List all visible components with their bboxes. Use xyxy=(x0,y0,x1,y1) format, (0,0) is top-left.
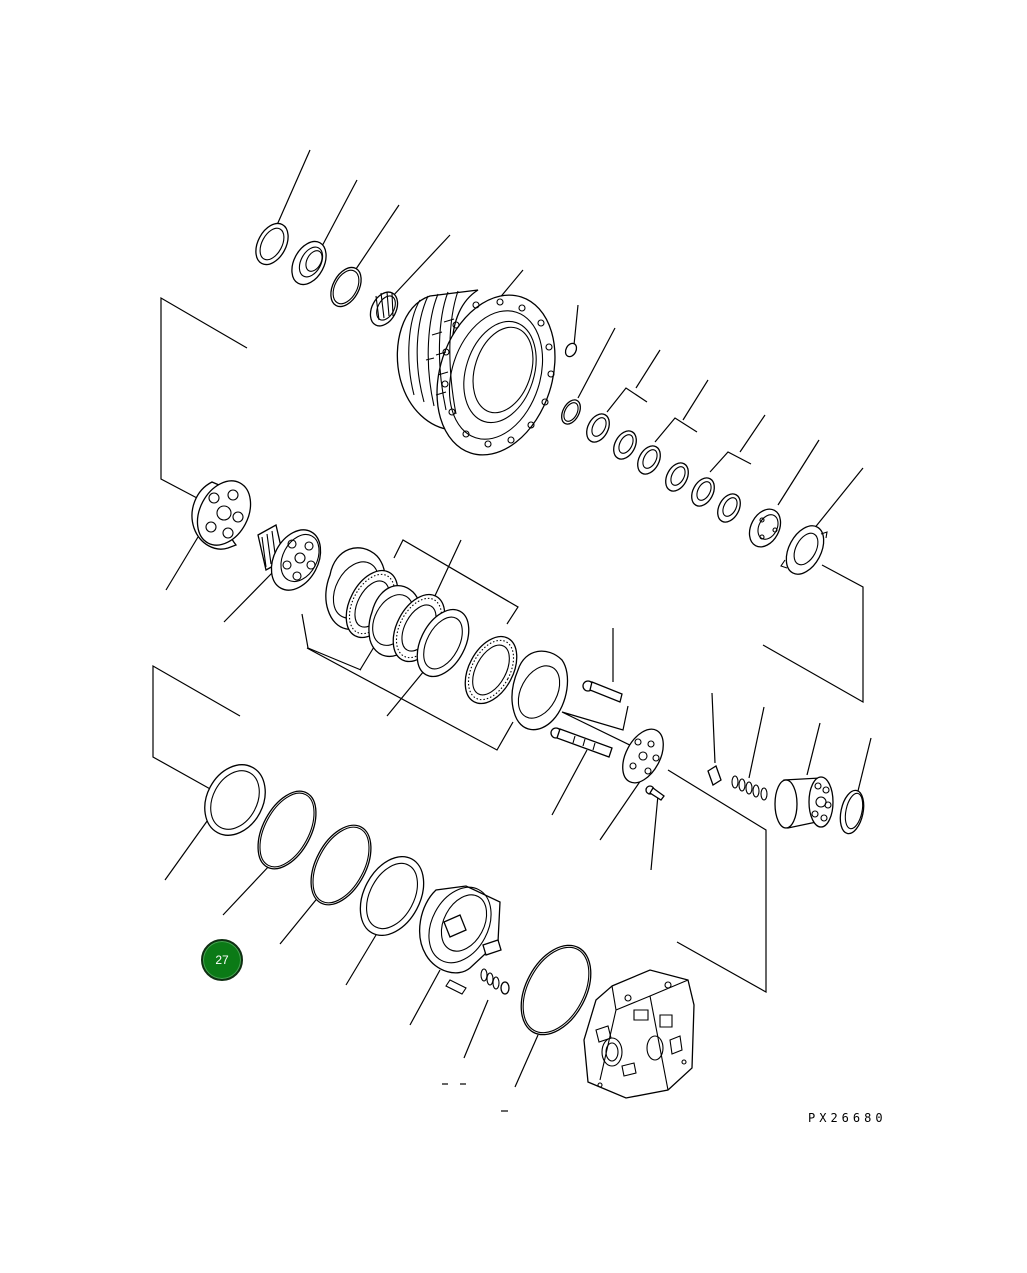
thrust-washer-1 xyxy=(582,410,614,446)
o-ring-top xyxy=(325,262,368,311)
planetary-carrier-small xyxy=(743,504,787,552)
brake-plate xyxy=(510,651,568,730)
thrust-washer-3 xyxy=(633,442,665,478)
separator-plate-3 xyxy=(407,601,480,685)
cylinder-block xyxy=(775,777,833,828)
o-ring-large-1 xyxy=(246,782,328,879)
o-ring-lower xyxy=(507,934,605,1047)
snap-ring-small xyxy=(558,397,584,427)
part-callout-27[interactable]: 27 xyxy=(201,939,243,981)
motor-case xyxy=(584,970,694,1098)
snap-ring-top xyxy=(249,218,294,270)
piston-ring xyxy=(348,846,437,946)
leader-lines xyxy=(153,150,871,1111)
thrust-washer-4 xyxy=(661,459,693,495)
bolt-small xyxy=(646,786,664,800)
o-ring-large-2 xyxy=(299,815,384,914)
spring xyxy=(732,776,767,800)
sun-gear-shaft xyxy=(258,521,330,598)
valve-plate xyxy=(837,788,868,836)
sprocket-hub-housing xyxy=(397,280,574,471)
brake-piston xyxy=(416,877,503,994)
spring-lower xyxy=(481,969,509,994)
roller-bearing-top xyxy=(365,287,403,330)
drawing-reference-code: PX26680 xyxy=(808,1111,887,1125)
backup-ring xyxy=(193,754,277,846)
ball-joint xyxy=(708,766,721,785)
floating-seal xyxy=(285,236,333,291)
swash-plate xyxy=(614,722,671,789)
planetary-carrier xyxy=(187,472,261,555)
thrust-washer-2 xyxy=(609,427,641,463)
center-shaft xyxy=(551,728,612,757)
thrust-washer-5 xyxy=(687,474,719,510)
plug xyxy=(563,341,578,358)
retainer-plate xyxy=(779,520,832,581)
thrust-washer-6 xyxy=(713,490,745,526)
friction-disc-3 xyxy=(455,628,528,712)
pin-upper xyxy=(583,681,622,702)
